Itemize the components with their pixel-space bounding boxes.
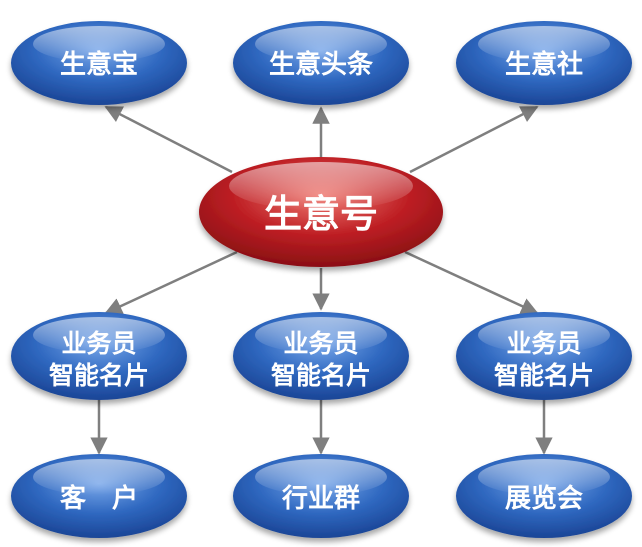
node-top-right-label: 生意社: [505, 49, 583, 80]
node-center-label: 生意号: [264, 192, 378, 236]
arrow-center-to-middle-right: [404, 250, 539, 315]
node-middle-right-line1: 业务员: [506, 329, 581, 358]
node-middle-left-line1: 业务员: [61, 329, 136, 358]
node-middle-right-line2: 智能名片: [494, 361, 594, 390]
node-bottom-right-label: 展览会: [505, 484, 583, 514]
node-top-middle: 生意头条: [233, 21, 409, 105]
node-top-left-label: 生意宝: [60, 49, 138, 80]
node-middle-center-line1: 业务员: [283, 329, 358, 358]
node-top-right: 生意社: [456, 21, 632, 105]
node-bottom-center-label: 行业群: [281, 483, 360, 514]
node-bottom-left: 客 户: [11, 454, 187, 538]
node-top-middle-label: 生意头条: [269, 49, 374, 80]
node-middle-center: 业务员 智能名片: [233, 312, 409, 400]
node-middle-left: 业务员 智能名片: [11, 312, 187, 400]
node-bottom-right: 展览会: [456, 454, 632, 538]
arrow-center-to-top-left: [104, 105, 233, 174]
node-center: 生意号: [199, 157, 443, 267]
node-middle-right: 业务员 智能名片: [456, 312, 632, 400]
node-bottom-left-label: 客 户: [60, 483, 138, 514]
connectors: [90, 105, 553, 455]
node-middle-center-line2: 智能名片: [271, 361, 371, 390]
node-middle-left-line2: 智能名片: [49, 361, 149, 390]
arrow-center-to-middle-left: [104, 250, 238, 315]
node-top-left: 生意宝: [11, 21, 187, 105]
arrow-center-to-top-right: [409, 105, 539, 174]
node-bottom-center: 行业群: [233, 454, 409, 538]
